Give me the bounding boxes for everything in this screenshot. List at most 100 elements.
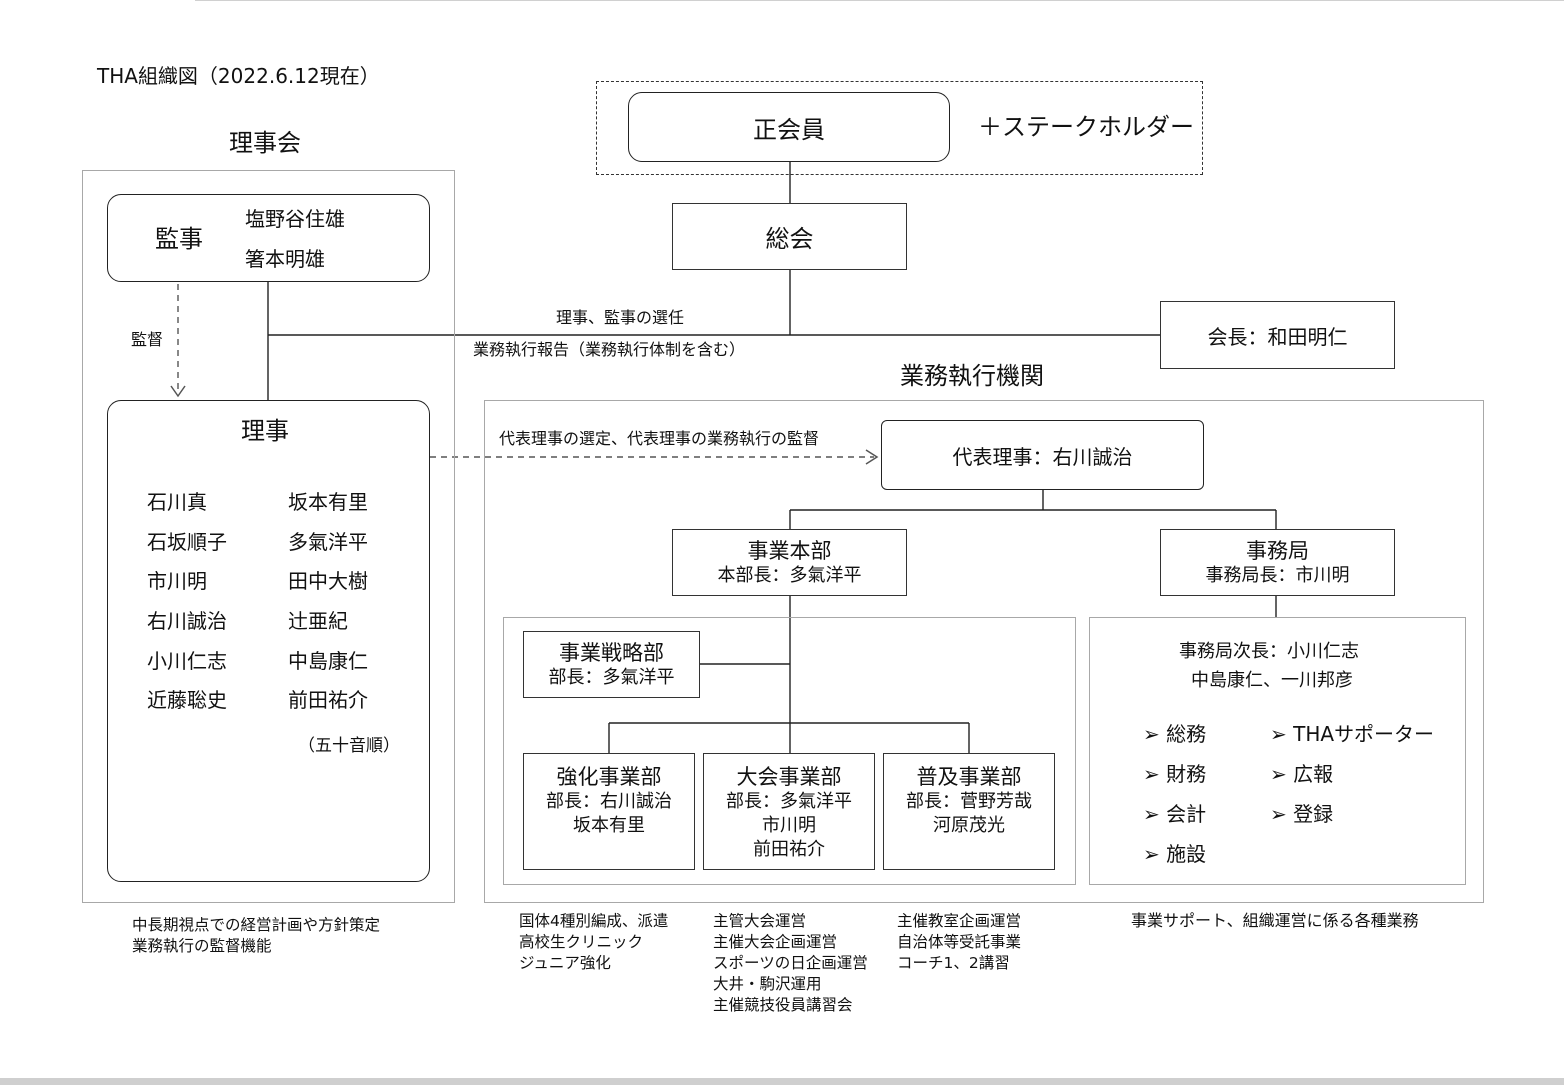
dept-member: 前田祐介 bbox=[753, 839, 825, 860]
strategy-dept-title: 事業戦略部 bbox=[559, 640, 664, 665]
promotion-dept-box: 普及事業部 部長：菅野芳哉 河原茂光 bbox=[883, 753, 1055, 870]
business-hq-head: 本部長：多氣洋平 bbox=[717, 564, 862, 586]
execution-heading: 業務執行機関 bbox=[900, 362, 1044, 390]
secretariat-deputy: 事務局次長：小川仁志 bbox=[1179, 641, 1359, 662]
director-name: 近藤聡史 bbox=[147, 688, 227, 712]
task-label: 施設 bbox=[1166, 842, 1207, 866]
board-role: 中長期視点での経営計画や方針策定 業務執行の監督機能 bbox=[132, 915, 380, 957]
strengthening-dept-box: 強化事業部 部長：右川誠治 坂本有里 bbox=[523, 753, 695, 870]
task-label: 登録 bbox=[1293, 802, 1334, 826]
dept-head: 部長：右川誠治 bbox=[546, 791, 672, 812]
board-role-line: 業務執行の監督機能 bbox=[132, 937, 272, 955]
auditor-name: 箸本明雄 bbox=[245, 247, 325, 271]
general-meeting-box: 総会 bbox=[672, 203, 907, 270]
secretariat-sub-area bbox=[1089, 617, 1466, 885]
duty-line: 主催教室企画運営 bbox=[897, 912, 1022, 930]
stakeholders-label: ＋ステークホルダー bbox=[978, 113, 1194, 141]
director-name: 石川真 bbox=[147, 490, 207, 514]
arrow-bullet-icon: ➢ bbox=[1143, 722, 1160, 746]
arrow-bullet-icon: ➢ bbox=[1143, 842, 1160, 866]
director-name: 右川誠治 bbox=[147, 609, 227, 633]
strategy-dept-head: 部長：多氣洋平 bbox=[548, 666, 675, 688]
secretariat-head: 事務局長：市川明 bbox=[1205, 564, 1350, 586]
arrow-bullet-icon: ➢ bbox=[1143, 762, 1160, 786]
dept-member: 市川明 bbox=[762, 815, 816, 836]
board-area bbox=[82, 170, 455, 903]
task-item: ➢ 登録 bbox=[1270, 804, 1333, 824]
secretariat-title: 事務局 bbox=[1246, 538, 1309, 563]
dept-duties: 主管大会運営 主催大会企画運営 スポーツの日企画運営 大井・駒沢運用 主催競技役… bbox=[713, 911, 868, 1016]
chart-title: THA組織図（2022.6.12現在） bbox=[97, 64, 380, 88]
frame-top-line bbox=[195, 0, 1564, 1]
members-box: 正会員 bbox=[628, 92, 950, 162]
auditor-box bbox=[107, 194, 430, 282]
task-label: 総務 bbox=[1166, 722, 1207, 746]
dept-member: 河原茂光 bbox=[933, 815, 1005, 836]
directors-box bbox=[107, 400, 430, 882]
task-label: THAサポーター bbox=[1293, 722, 1435, 746]
director-name: 小川仁志 bbox=[147, 649, 227, 673]
supervision-label: 監督 bbox=[131, 330, 164, 349]
duty-line: 主催大会企画運営 bbox=[713, 933, 838, 951]
business-hq-box: 事業本部 本部長：多氣洋平 bbox=[672, 529, 907, 596]
secretariat-role: 事業サポート、組織運営に係る各種業務 bbox=[1131, 911, 1419, 930]
duty-line: ジュニア強化 bbox=[519, 954, 611, 972]
director-name: 中島康仁 bbox=[288, 649, 368, 673]
dept-head: 部長：菅野芳哉 bbox=[906, 791, 1032, 812]
dept-head: 部長：多氣洋平 bbox=[726, 791, 852, 812]
task-label: 広報 bbox=[1293, 762, 1334, 786]
business-hq-title: 事業本部 bbox=[747, 538, 832, 563]
director-name: 辻亜紀 bbox=[288, 609, 348, 633]
task-item: ➢ 会計 bbox=[1143, 804, 1206, 824]
task-item: ➢ 総務 bbox=[1143, 724, 1206, 744]
board-heading: 理事会 bbox=[229, 129, 301, 157]
duty-line: コーチ1、2講習 bbox=[897, 954, 1010, 972]
duty-line: 自治体等受託事業 bbox=[897, 933, 1022, 951]
strategy-dept-box: 事業戦略部 部長：多氣洋平 bbox=[523, 631, 700, 698]
secretariat-box: 事務局 事務局長：市川明 bbox=[1160, 529, 1395, 596]
dept-duties: 国体4種別編成、派遣 高校生クリニック ジュニア強化 bbox=[519, 911, 668, 974]
report-label: 業務執行報告（業務執行体制を含む） bbox=[473, 340, 746, 359]
duty-line: 高校生クリニック bbox=[519, 933, 644, 951]
director-name: 多氣洋平 bbox=[288, 530, 368, 554]
dept-title: 普及事業部 bbox=[916, 765, 1022, 789]
auditor-name: 塩野谷住雄 bbox=[245, 207, 345, 231]
duty-line: 大井・駒沢運用 bbox=[713, 975, 822, 993]
board-role-line: 中長期視点での経営計画や方針策定 bbox=[132, 916, 381, 934]
duty-line: スポーツの日企画運営 bbox=[713, 954, 868, 972]
dept-title: 強化事業部 bbox=[556, 765, 662, 789]
arrow-bullet-icon: ➢ bbox=[1143, 802, 1160, 826]
duty-line: 主管大会運営 bbox=[713, 912, 807, 930]
task-label: 会計 bbox=[1166, 802, 1207, 826]
directors-label: 理事 bbox=[241, 417, 289, 445]
arrow-bullet-icon: ➢ bbox=[1270, 722, 1287, 746]
members-group bbox=[596, 81, 1203, 175]
directors-note: （五十音順） bbox=[298, 736, 400, 756]
director-name: 田中大樹 bbox=[288, 569, 368, 593]
execution-area bbox=[484, 400, 1484, 903]
election-label: 理事、監事の選任 bbox=[556, 308, 685, 327]
director-name: 石坂順子 bbox=[147, 530, 227, 554]
representative-box: 代表理事：右川誠治 bbox=[881, 420, 1204, 490]
representative-label: 代表理事の選定、代表理事の業務執行の監督 bbox=[499, 429, 820, 448]
chairman-box: 会長：和田明仁 bbox=[1160, 301, 1395, 369]
task-item: ➢ THAサポーター bbox=[1270, 724, 1434, 744]
dept-duties: 主催教室企画運営 自治体等受託事業 コーチ1、2講習 bbox=[897, 911, 1021, 974]
frame-bottom-bar bbox=[0, 1078, 1564, 1085]
auditor-label: 監事 bbox=[155, 225, 203, 253]
task-label: 財務 bbox=[1166, 762, 1207, 786]
secretariat-staff: 中島康仁、一川邦彦 bbox=[1191, 670, 1353, 691]
business-sub-area bbox=[503, 617, 1076, 885]
task-item: ➢ 財務 bbox=[1143, 764, 1206, 784]
duty-line: 国体4種別編成、派遣 bbox=[519, 912, 669, 930]
director-name: 前田祐介 bbox=[288, 688, 368, 712]
duty-line: 主催競技役員講習会 bbox=[713, 996, 853, 1014]
director-name: 市川明 bbox=[147, 569, 207, 593]
arrow-bullet-icon: ➢ bbox=[1270, 802, 1287, 826]
dept-member: 坂本有里 bbox=[573, 815, 645, 836]
task-item: ➢ 広報 bbox=[1270, 764, 1333, 784]
director-name: 坂本有里 bbox=[288, 490, 368, 514]
arrow-bullet-icon: ➢ bbox=[1270, 762, 1287, 786]
